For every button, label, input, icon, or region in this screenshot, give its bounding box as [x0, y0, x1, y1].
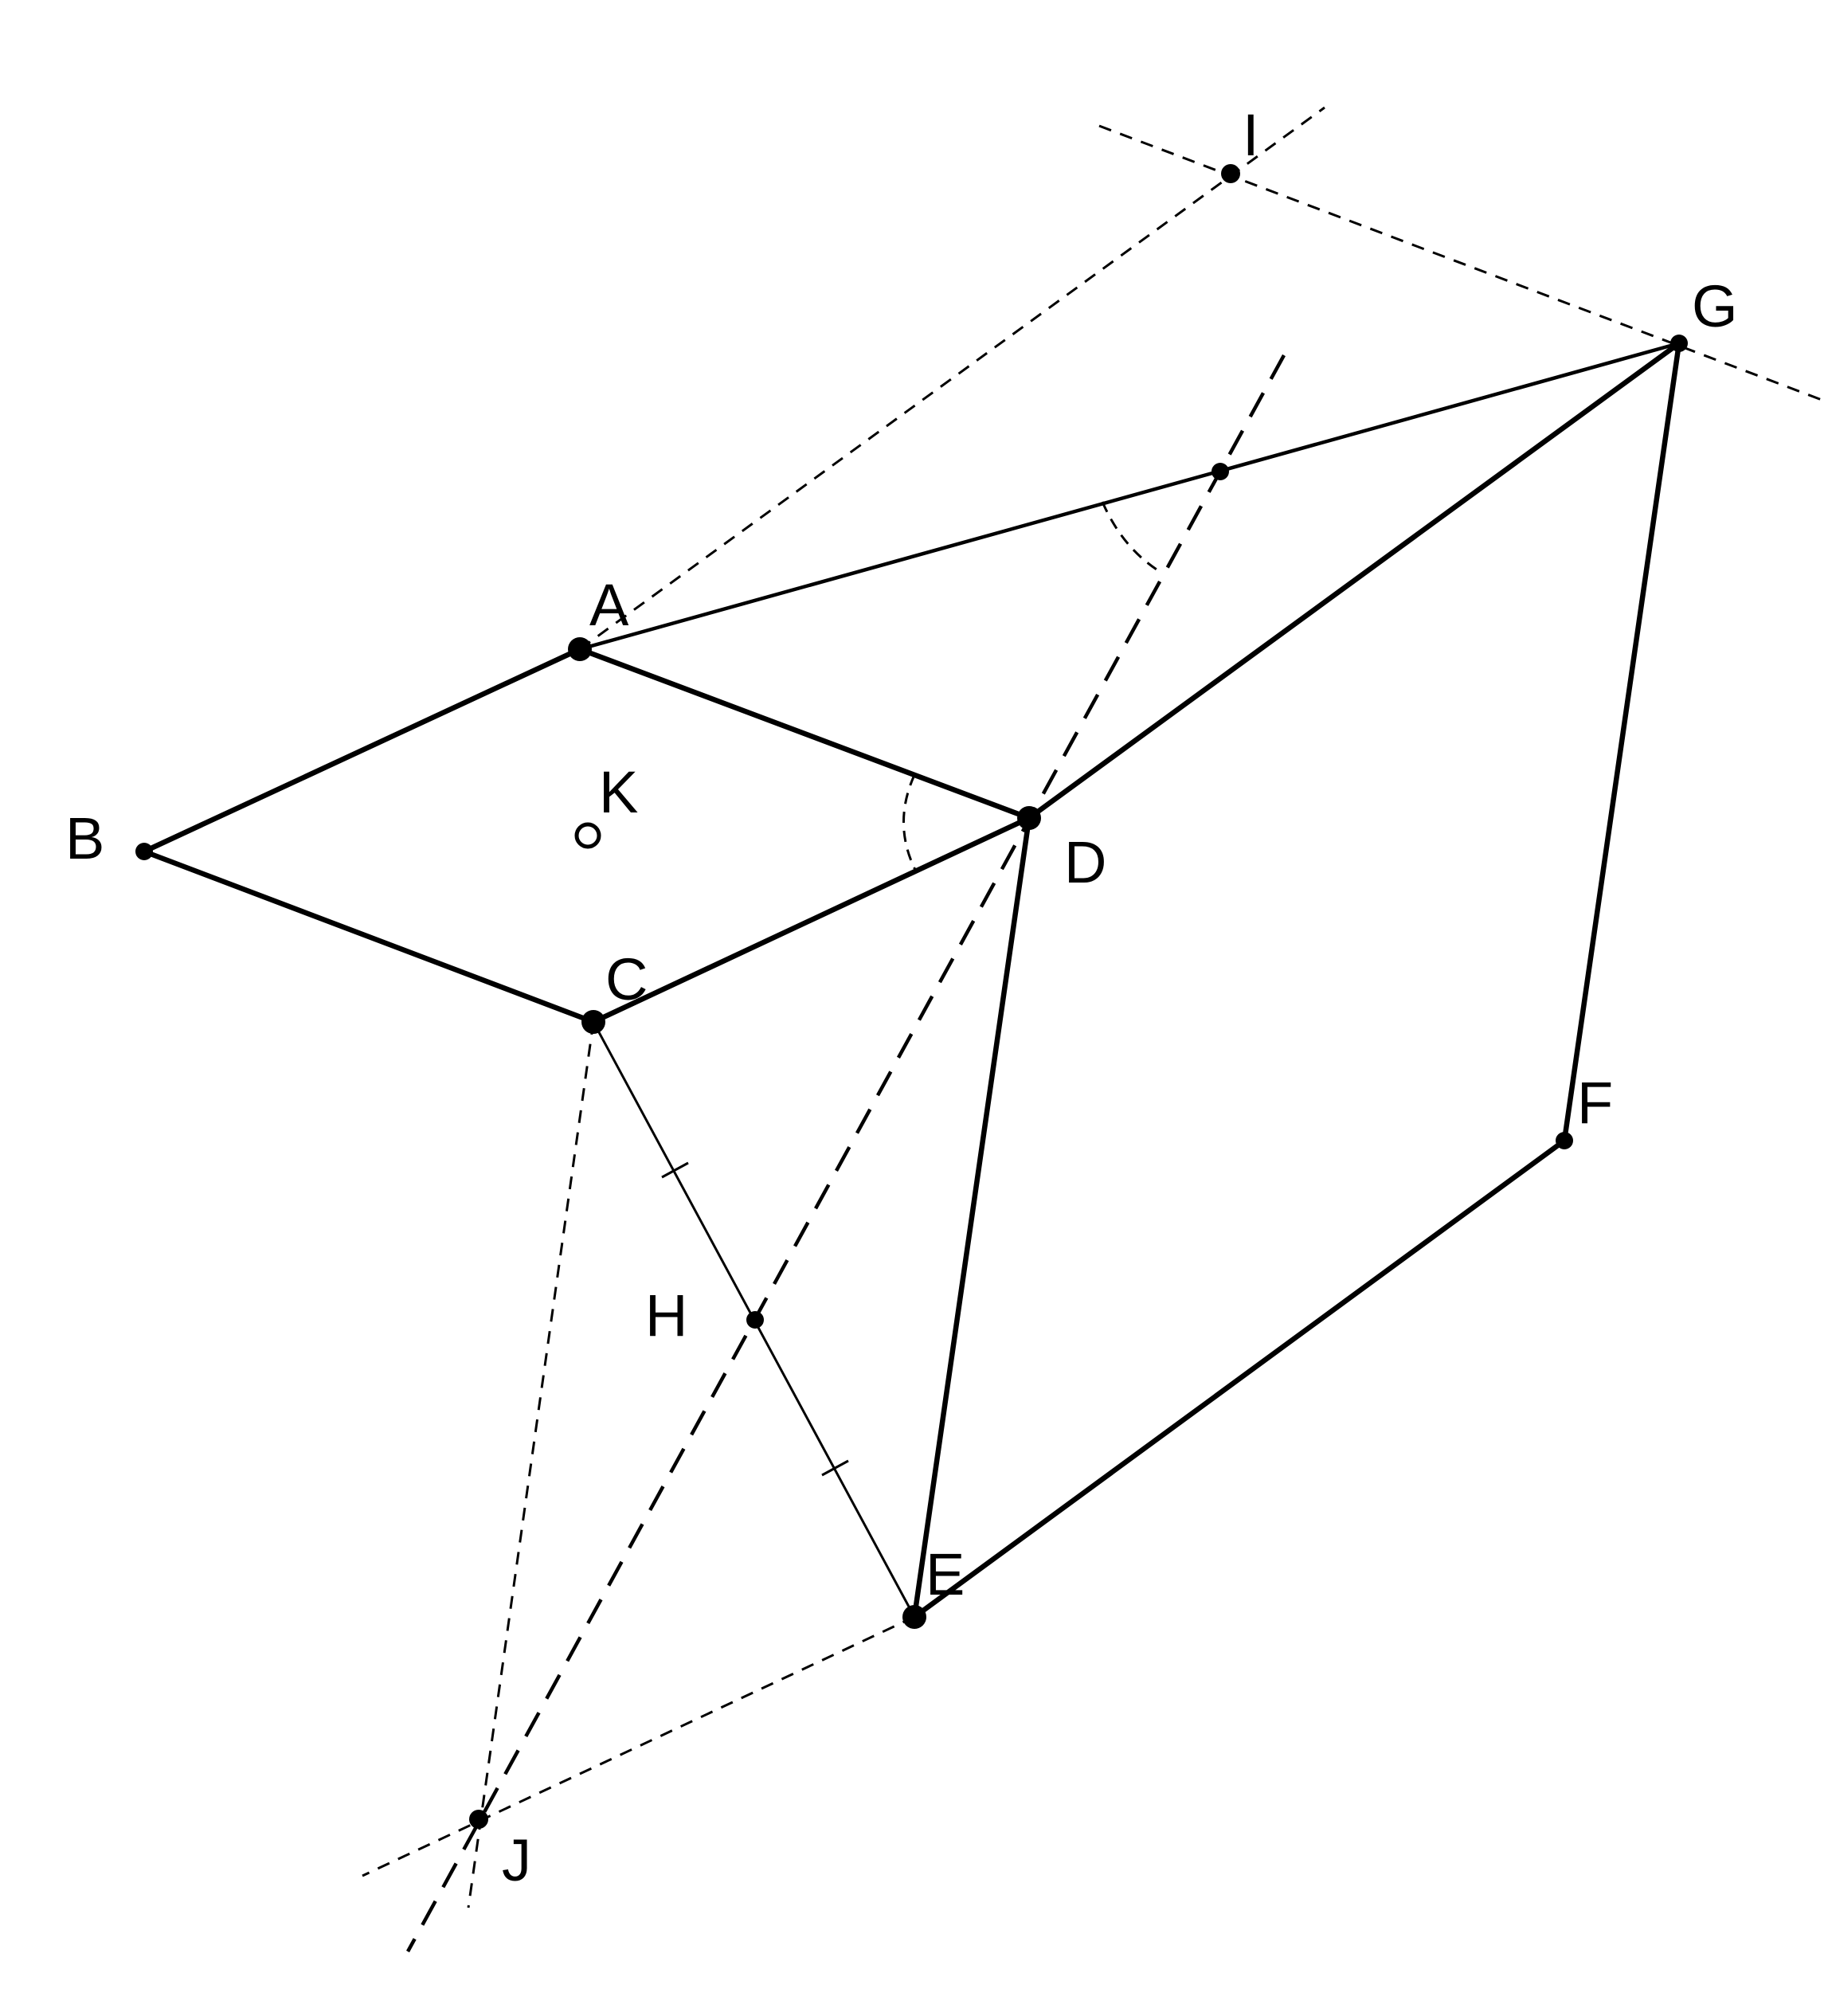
segment-a-b — [141, 646, 583, 855]
segment-b-c — [141, 848, 597, 1025]
tick-mark-ch — [661, 1161, 689, 1179]
segment-a-g — [577, 341, 1681, 652]
label-b: B — [65, 805, 104, 871]
point-i — [1221, 164, 1240, 183]
segment-g-f — [1561, 340, 1682, 1144]
segment-f-e — [911, 1137, 1568, 1620]
angle-arc-at-g-line — [1101, 501, 1164, 575]
label-f: F — [1577, 1070, 1613, 1136]
dashed-line-through-a-i — [579, 106, 1325, 651]
label-d: D — [1064, 829, 1106, 895]
dashed-line-angle-bisector — [406, 354, 1286, 1953]
label-h: H — [645, 1282, 687, 1349]
point-b — [135, 843, 153, 860]
label-j: J — [502, 1827, 531, 1893]
segment-d-g — [1026, 340, 1682, 821]
label-e: E — [926, 1541, 965, 1607]
point-k — [574, 822, 601, 849]
point-j — [469, 1810, 488, 1829]
dashed-line-through-e-j — [362, 1615, 915, 1877]
segment-d-e — [911, 815, 1032, 1620]
angle-arc-at-d — [902, 774, 918, 872]
point-g — [1670, 335, 1688, 352]
point-d — [1017, 806, 1041, 830]
label-k: K — [599, 759, 638, 825]
point-a — [568, 637, 592, 661]
label-c: C — [605, 946, 648, 1012]
label-i: I — [1243, 102, 1259, 168]
dashed-line-through-c-j — [467, 1021, 595, 1908]
point-on-ag — [1211, 463, 1229, 480]
point-c — [581, 1010, 605, 1034]
point-e — [902, 1605, 926, 1629]
tick-mark-he — [821, 1459, 849, 1477]
dashed-line-through-i-g — [1098, 124, 1828, 404]
point-h — [746, 1311, 764, 1329]
point-f — [1556, 1132, 1573, 1149]
segment-c-d — [590, 815, 1032, 1025]
label-a: A — [589, 572, 629, 638]
segment-a-d — [577, 646, 1032, 821]
label-g: G — [1692, 273, 1738, 339]
